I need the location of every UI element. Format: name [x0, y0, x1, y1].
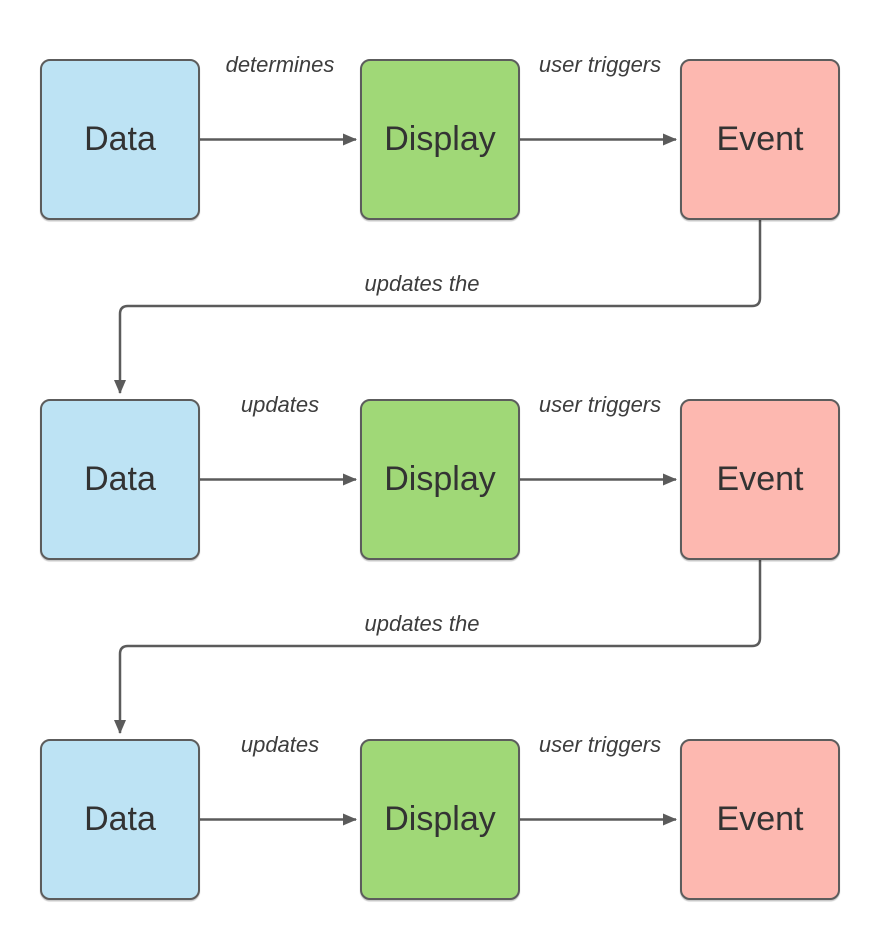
- node-event-row1: Event: [680, 59, 840, 220]
- arrow-event1-updates-data2: [114, 220, 762, 394]
- node-display-row3: Display: [360, 739, 520, 900]
- node-data-row1: Data: [40, 59, 200, 220]
- node-display-row2: Display: [360, 399, 520, 560]
- node-display-row1: Display: [360, 59, 520, 220]
- node-data-row3: Data: [40, 739, 200, 900]
- edge-label-determines-row1: determines: [225, 52, 335, 77]
- node-event-row2: Event: [680, 399, 840, 560]
- node-event-row2-label: Event: [716, 460, 804, 498]
- edge-label-user-triggers-row1: user triggers: [538, 52, 662, 77]
- node-event-row3-label: Event: [716, 800, 804, 838]
- edge-label-updates-the-2: updates the: [364, 611, 480, 636]
- node-event-row3: Event: [680, 739, 840, 900]
- edge-label-updates-row2: updates: [240, 392, 320, 417]
- edge-label-user-triggers-row2: user triggers: [538, 392, 662, 417]
- arrow-event2-updates-data3: [114, 560, 762, 734]
- edge-label-user-triggers-row3: user triggers: [538, 732, 662, 757]
- node-data-row2-label: Data: [84, 460, 156, 498]
- node-display-row2-label: Display: [384, 460, 496, 498]
- node-display-row3-label: Display: [384, 800, 496, 838]
- edge-label-updates-row3: updates: [240, 732, 320, 757]
- node-data-row3-label: Data: [84, 800, 156, 838]
- node-event-row1-label: Event: [716, 120, 804, 158]
- node-display-row1-label: Display: [384, 120, 496, 158]
- node-data-row1-label: Data: [84, 120, 156, 158]
- node-data-row2: Data: [40, 399, 200, 560]
- edge-label-updates-the-1: updates the: [364, 271, 480, 296]
